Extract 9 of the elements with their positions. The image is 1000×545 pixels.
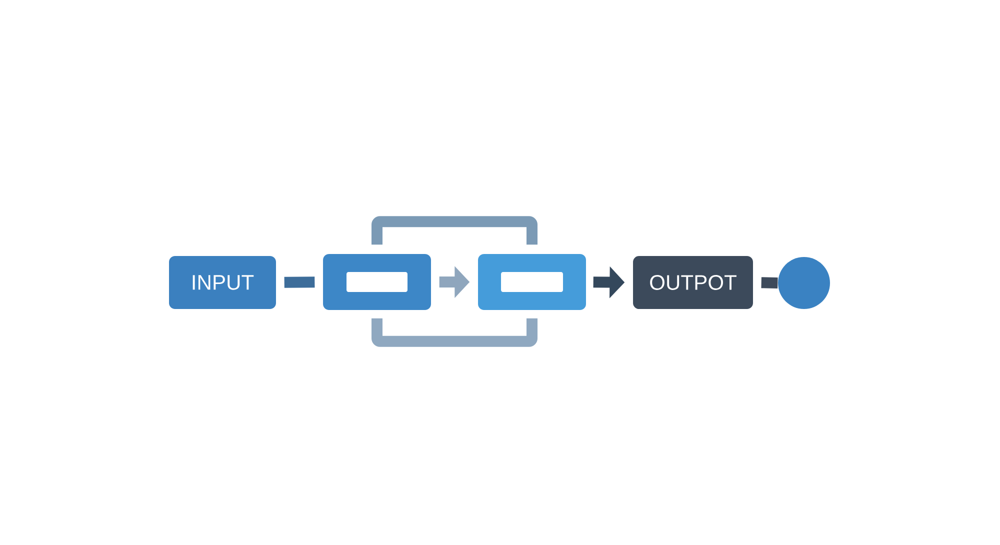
connector-bar	[284, 276, 315, 288]
placeholder-bar	[346, 272, 408, 292]
process-box: INPUT	[169, 256, 276, 309]
bypass-line	[372, 216, 538, 245]
connector-bar	[761, 277, 778, 288]
end-circle	[778, 257, 830, 309]
process-box: OUTPOT	[633, 256, 753, 309]
bypass-line	[372, 318, 538, 347]
placeholder-bar	[501, 272, 563, 292]
